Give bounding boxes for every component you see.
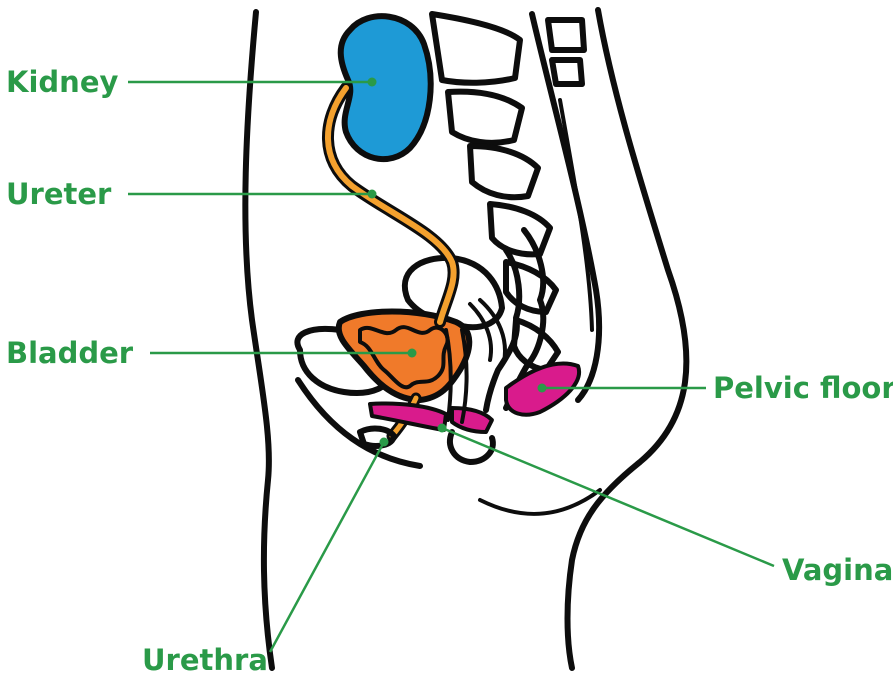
pelvic-floor-label: Pelvic floor (713, 371, 893, 405)
kidney-dot (368, 78, 377, 87)
bladder-label: Bladder (6, 336, 134, 370)
vagina-label: Vagina (782, 553, 893, 587)
bladder-dot (408, 349, 417, 358)
vagina-dot (438, 424, 447, 433)
kidney (341, 16, 431, 159)
pelvic-floor-dot (538, 384, 547, 393)
urethra-leader (270, 442, 384, 652)
urethra-label: Urethra (142, 643, 268, 677)
urethra-dot (380, 438, 389, 447)
vagina-leader (442, 428, 774, 566)
kidney-label: Kidney (6, 65, 118, 99)
ureter-dot (368, 190, 377, 199)
ureter-label: Ureter (6, 177, 112, 211)
